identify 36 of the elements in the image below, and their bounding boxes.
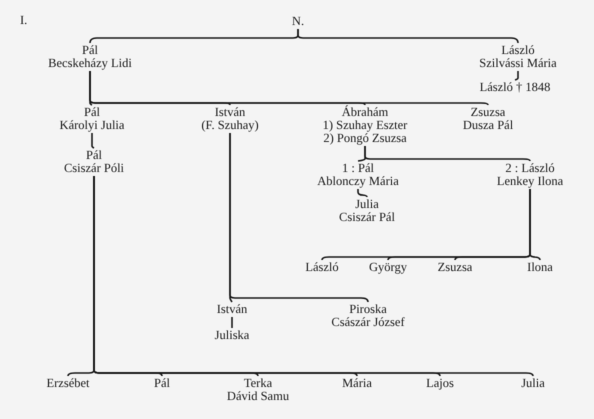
- family-entry: György: [369, 261, 407, 274]
- table-number: I.: [20, 14, 28, 27]
- family-entry: Lajos: [426, 377, 454, 390]
- family-entry: István (F. Szuhay): [201, 106, 259, 132]
- family-entry: Terka Dávid Samu: [226, 377, 290, 403]
- family-entry: László Szilvássi Mária: [479, 44, 557, 70]
- family-entry: Zsuzsa: [438, 261, 472, 274]
- family-entry: Zsuzsa Dusza Pál: [462, 106, 514, 132]
- family-entry: Erzsébet: [46, 377, 90, 390]
- family-entry: István: [216, 303, 248, 316]
- family-entry: Mária: [342, 377, 372, 390]
- family-entry: 2 : László Lenkey Ilona: [496, 162, 564, 188]
- family-bracket: [357, 189, 368, 198]
- family-entry: Juliska: [214, 329, 250, 342]
- family-bracket: [93, 176, 534, 377]
- family-entry: László: [305, 261, 339, 274]
- family-entry: Pál: [154, 377, 170, 390]
- family-entry: N.: [292, 15, 304, 28]
- family-bracket: [229, 133, 369, 302]
- family-entry: László † 1848: [480, 81, 550, 94]
- family-bracket: [89, 71, 488, 106]
- family-bracket: [91, 133, 94, 149]
- family-bracket: [514, 71, 519, 81]
- family-entry: 1 : Pál Ablonczy Mária: [317, 162, 399, 188]
- family-bracket: [297, 29, 519, 44]
- family-entry: Pál Becskeházy Lidi: [48, 44, 132, 70]
- family-entry: Julia Csiszár Pál: [339, 198, 395, 224]
- family-entry: Ilona: [527, 261, 553, 274]
- family-bracket: [231, 317, 233, 328]
- family-bracket: [529, 189, 541, 260]
- family-entry: Ábrahám 1) Szuhay Eszter 2) Pongó Zsuzsa: [322, 106, 408, 145]
- family-entry: Pál Csiszár Póli: [64, 149, 124, 175]
- family-bracket: [364, 146, 531, 162]
- family-entry: Julia: [521, 377, 545, 390]
- family-entry: Pál Károlyi Julia: [60, 106, 124, 132]
- family-entry: Piroska Császár József: [331, 303, 405, 329]
